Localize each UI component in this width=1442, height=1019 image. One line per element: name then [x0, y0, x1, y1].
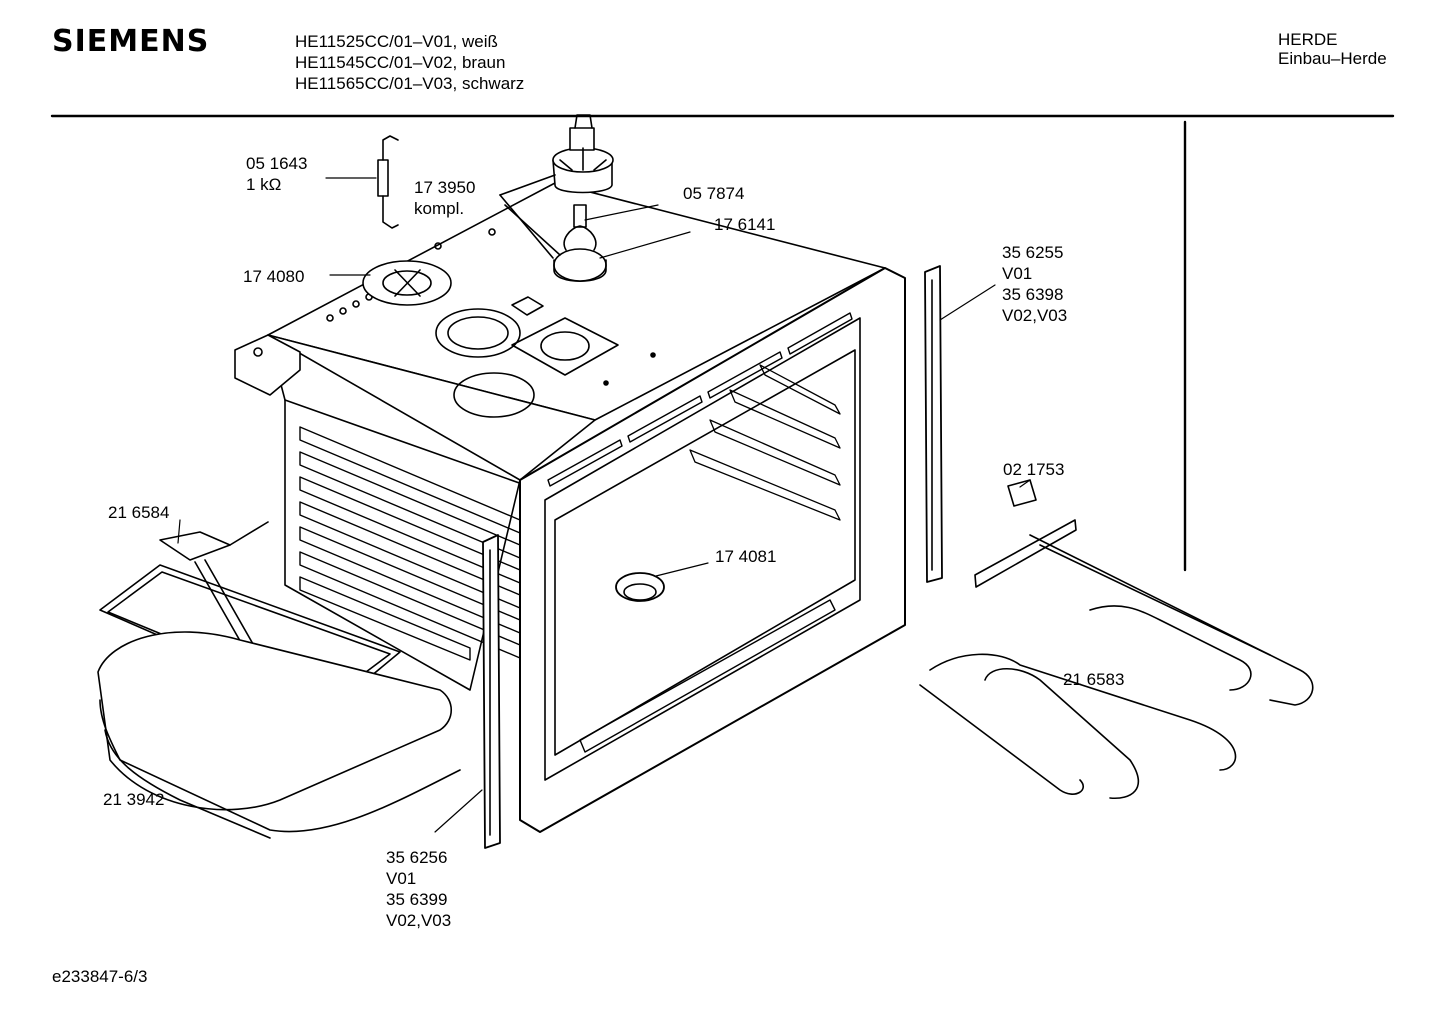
connector-part — [1008, 480, 1036, 506]
part-number: 35 6255 — [1002, 243, 1064, 262]
thermostat-assembly — [363, 115, 613, 305]
part-label-213942: 21 3942 — [103, 789, 164, 810]
part-number: 21 6584 — [108, 503, 170, 522]
part-label-216583: 21 6583 — [1063, 669, 1124, 690]
part-label-057874: 05 7874 — [683, 183, 744, 204]
part-label-173950: 17 3950 kompl. — [414, 177, 475, 219]
part-number: 05 1643 — [246, 154, 308, 173]
brand-logo: SIEMENS — [52, 24, 210, 59]
part-label-051643: 05 1643 1 kΩ — [246, 153, 307, 195]
part-variant: V02,V03 — [386, 911, 452, 930]
category-block: HERDE Einbau–Herde — [1278, 30, 1387, 68]
part-variant: V01 — [386, 869, 417, 888]
category-line-2: Einbau–Herde — [1278, 49, 1387, 68]
oven-body — [235, 183, 905, 832]
category-line-1: HERDE — [1278, 30, 1338, 49]
part-note: 1 kΩ — [246, 175, 282, 194]
part-label-021753: 02 1753 — [1003, 459, 1064, 480]
part-number: 02 1753 — [1003, 460, 1065, 479]
part-number: 21 6583 — [1063, 670, 1125, 689]
part-number: 17 4081 — [715, 547, 777, 566]
side-rail-right — [925, 266, 942, 582]
resistor-part — [378, 136, 398, 228]
model-list: HE11525CC/01–V01, weiß HE11545CC/01–V02,… — [295, 31, 524, 94]
part-number: 17 4080 — [243, 267, 305, 286]
part-number: 35 6256 — [386, 848, 448, 867]
baking-tray-part — [98, 632, 460, 838]
part-number: 21 3942 — [103, 790, 165, 809]
part-variant: V02,V03 — [1002, 306, 1068, 325]
grill-heater-part — [920, 520, 1313, 798]
model-line-2: HE11545CC/01–V02, braun — [295, 53, 506, 72]
part-note: kompl. — [414, 199, 465, 218]
part-label-356256: 35 6256 V01 35 6399 V02,V03 — [386, 847, 451, 931]
part-number: 05 7874 — [683, 184, 745, 203]
part-label-174081: 17 4081 — [715, 546, 776, 567]
part-number: 35 6398 — [1002, 285, 1064, 304]
part-number: 17 3950 — [414, 178, 476, 197]
part-label-356255: 35 6255 V01 35 6398 V02,V03 — [1002, 242, 1067, 326]
leader-lines — [178, 178, 1030, 832]
model-line-3: HE11565CC/01–V03, schwarz — [295, 74, 525, 93]
part-label-216584: 21 6584 — [108, 502, 169, 523]
part-label-176141: 17 6141 — [714, 214, 775, 235]
part-number: 35 6399 — [386, 890, 448, 909]
model-line-1: HE11525CC/01–V01, weiß — [295, 32, 498, 51]
part-number: 17 6141 — [714, 215, 776, 234]
part-label-174080: 17 4080 — [243, 266, 304, 287]
part-variant: V01 — [1002, 264, 1033, 283]
side-rail-left — [483, 535, 500, 848]
document-id: e233847-6/3 — [52, 967, 148, 986]
